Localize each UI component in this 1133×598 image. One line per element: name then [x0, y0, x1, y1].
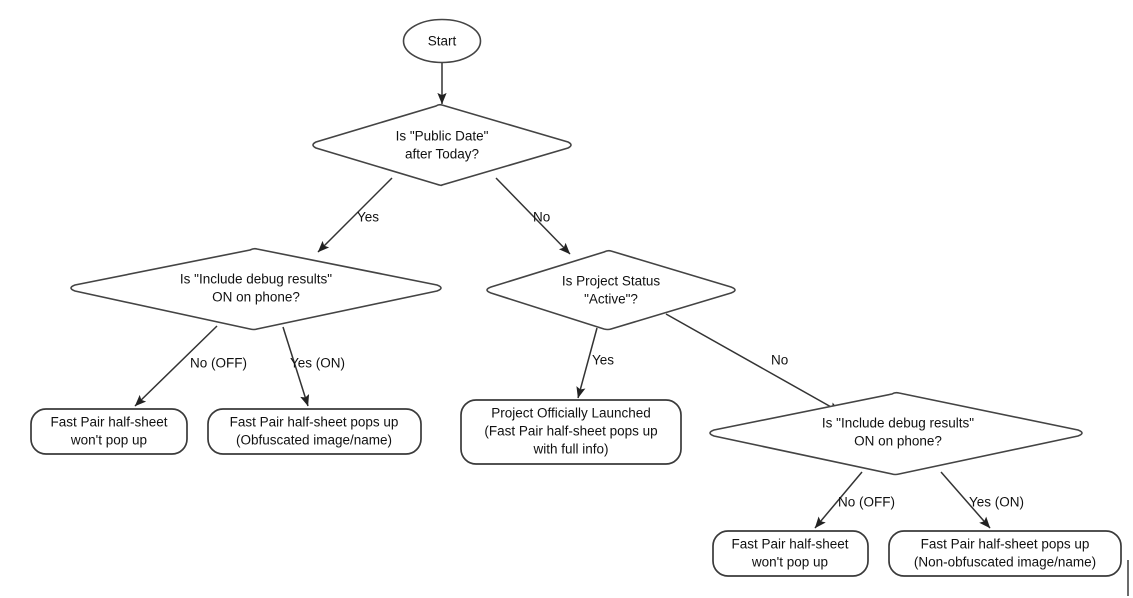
debug-right-line1: Is "Include debug results" — [822, 416, 974, 431]
public-date-line1: Is "Public Date" — [396, 129, 489, 144]
edge-label-project-status-yes: Yes — [592, 353, 614, 368]
edge-public-date-no — [495, 177, 571, 255]
edge-project-status-no — [665, 313, 841, 413]
public-date-line2: after Today? — [405, 147, 479, 162]
result-left-off-line1: Fast Pair half-sheet — [50, 415, 167, 430]
debug-right-line2: ON on phone? — [854, 434, 942, 449]
edge-label-debug-right-no: No (OFF) — [838, 495, 895, 510]
edge-label-debug-right-yes: Yes (ON) — [969, 495, 1024, 510]
node-result-right-off[interactable]: Fast Pair half-sheet won't pop up — [712, 530, 869, 577]
edge-label-debug-left-no: No (OFF) — [190, 356, 247, 371]
edge-project-status-yes — [576, 327, 598, 399]
node-result-left-on[interactable]: Fast Pair half-sheet pops up (Obfuscated… — [207, 408, 422, 455]
result-left-off-line2: won't pop up — [70, 433, 147, 448]
result-left-on-box — [207, 408, 422, 455]
start-label: Start — [428, 34, 457, 49]
result-right-off-line1: Fast Pair half-sheet — [731, 537, 848, 552]
result-right-on-box — [888, 530, 1122, 577]
result-right-on-line1: Fast Pair half-sheet pops up — [921, 537, 1090, 552]
debug-right-diamond — [709, 391, 1083, 476]
node-debug-results-right-decision[interactable]: Is "Include debug results" ON on phone? — [709, 391, 1083, 476]
result-left-off-box — [30, 408, 188, 455]
debug-left-diamond — [70, 247, 442, 331]
edge-label-public-date-yes: Yes — [357, 210, 379, 225]
start-ellipse — [402, 18, 482, 64]
edge-debug-left-no — [134, 325, 218, 407]
result-launched-line3: with full info) — [532, 442, 608, 457]
result-right-off-box — [712, 530, 869, 577]
result-launched-line2: (Fast Pair half-sheet pops up — [484, 424, 657, 439]
result-left-on-line1: Fast Pair half-sheet pops up — [230, 415, 399, 430]
edge-debug-right-no — [814, 471, 863, 529]
edge-label-project-status-no: No — [771, 353, 788, 368]
debug-left-line2: ON on phone? — [212, 290, 300, 305]
result-launched-line1: Project Officially Launched — [491, 406, 651, 421]
edge-debug-right-yes — [940, 471, 991, 529]
node-result-left-off[interactable]: Fast Pair half-sheet won't pop up — [30, 408, 188, 455]
project-status-diamond — [486, 249, 736, 331]
edge-label-debug-left-yes: Yes (ON) — [290, 356, 345, 371]
edge-debug-left-yes — [282, 326, 310, 407]
result-launched-box — [460, 399, 682, 465]
edge-label-public-date-no: No — [533, 210, 550, 225]
node-project-status-decision[interactable]: Is Project Status "Active"? — [486, 249, 736, 331]
node-result-right-on[interactable]: Fast Pair half-sheet pops up (Non-obfusc… — [888, 530, 1122, 577]
edge-labels-layer: Yes No No (OFF) Yes (ON) Yes No No (OFF)… — [190, 210, 1024, 510]
node-result-project-launched[interactable]: Project Officially Launched (Fast Pair h… — [460, 399, 682, 465]
edges-layer — [134, 62, 991, 529]
node-public-date-decision[interactable]: Is "Public Date" after Today? — [312, 103, 572, 187]
result-left-on-line2: (Obfuscated image/name) — [236, 433, 392, 448]
result-right-on-line2: (Non-obfuscated image/name) — [914, 555, 1096, 570]
result-right-off-line2: won't pop up — [751, 555, 828, 570]
debug-left-line1: Is "Include debug results" — [180, 272, 332, 287]
node-start[interactable]: Start — [402, 18, 482, 64]
node-debug-results-left-decision[interactable]: Is "Include debug results" ON on phone? — [70, 247, 442, 331]
project-status-line2: "Active"? — [584, 292, 638, 307]
edge-public-date-yes — [317, 177, 393, 253]
public-date-diamond — [312, 103, 572, 187]
project-status-line1: Is Project Status — [562, 274, 661, 289]
